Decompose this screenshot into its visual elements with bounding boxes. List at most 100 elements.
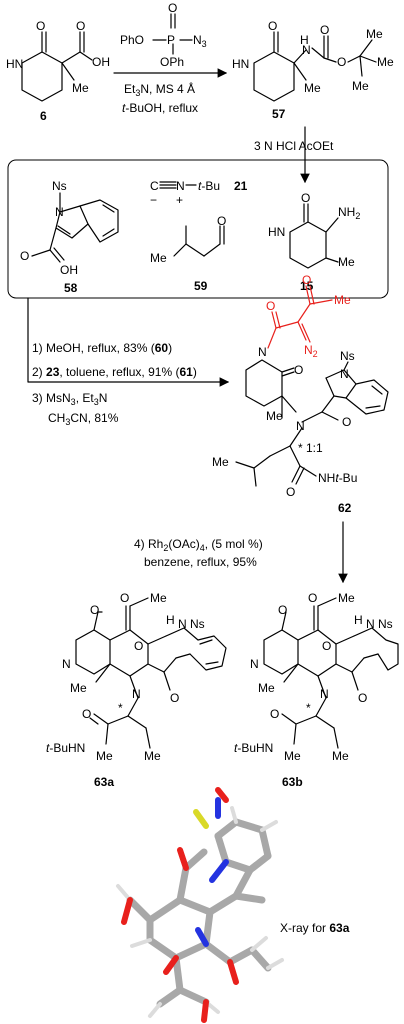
atom-label: Me [377,55,394,69]
atom-label: Me [352,79,369,93]
conditions-3d: CH3CN, 81% [48,411,119,427]
atom-label: Me [266,409,283,423]
atom-label: Ns [190,617,205,631]
atom-label: O [320,23,329,37]
atom-label: Me [150,591,167,605]
compound-62-structure [235,285,389,487]
conditions-4a: 4) Rh2(OAc)4, (5 mol %) [134,537,263,553]
atom-label: N [320,687,329,701]
atom-label: N [55,205,64,219]
atom-label: O [270,707,279,721]
atom-label: Me [334,293,351,307]
atom-label: Me [72,81,89,95]
atom-label: O [294,363,303,377]
atom-label: Me [304,81,321,95]
atom-label: H [354,613,363,627]
atom-label: Me [332,749,349,763]
atom-label: O [134,639,143,653]
conditions-1a: Et3N, MS 4 Å [124,81,195,98]
compound-label-63a: 63a [94,775,114,789]
atom-label: Me [284,749,301,763]
atom-label: Me [338,591,355,605]
atom-label: HN [268,225,285,239]
atom-label: Me [96,749,113,763]
atom-label: HN [232,57,249,71]
xray-structure-model [116,787,284,1023]
stereo-ratio: * 1:1 [298,441,323,455]
atom-label: O [278,603,287,617]
compound-label-59: 59 [194,279,208,293]
atom-label: O [302,273,311,287]
conditions-4b: benzene, reflux, 95% [144,555,257,569]
components-box [7,159,389,299]
atom-label: Me [338,255,355,269]
isocyanide-tbu: t-Bu [198,179,220,193]
atom-label: N [302,43,311,57]
compound-label-57: 57 [272,107,286,121]
atom-label: Ns [52,179,67,193]
conditions-3b: 2) 23, toluene, reflux, 91% (61) [32,365,197,379]
atom-label: O [76,19,85,33]
atom-label: N [340,367,349,381]
atom-label: OH [92,55,110,69]
atom-label: N2 [304,343,318,359]
compound-label-63b: 63b [282,775,303,789]
xray-caption: X-ray for 63a [280,921,350,935]
atom-label: O [170,691,179,705]
atom-label: N [250,657,259,671]
tbuhn-label: t-BuHN [46,741,85,755]
compound-label-21: 21 [234,179,248,193]
atom-label: O [120,591,129,605]
atom-label: O [90,603,99,617]
atom-label: O [322,639,331,653]
atom-label: O [217,214,226,228]
atom-label: H [300,33,309,47]
compound-6-structure [21,31,93,102]
charge-minus: − [150,193,157,207]
isocyanide-c: C [150,179,159,193]
atom-label: N [132,687,141,701]
atom-label: OH [60,263,78,277]
tbuhn-label: t-BuHN [234,741,273,755]
atom-label: Me [150,251,167,265]
atom-label: O [358,691,367,705]
atom-label: O [286,485,295,499]
reaction-arrow-3 [27,297,230,387]
conditions-1b: t-BuOH, reflux [122,101,198,115]
atom-label: HN [6,57,23,71]
reagent-dppa-structure [152,13,193,55]
atom-label: N [258,345,267,359]
atom-label: Ns [378,617,393,631]
isocyanide-bond [159,181,197,189]
reagent-pho: PhO [120,33,144,47]
conditions-3c: 3) MsN3, Et3N [32,391,107,407]
compound-15-structure [289,203,339,269]
compound-63a-structure [75,597,227,749]
atom-label: N [178,617,187,631]
atom-label: Me [258,681,275,695]
atom-label: O [268,19,277,33]
conditions-2: 3 N HCl AcOEt [254,139,334,153]
reagent-n3: N3 [193,33,207,49]
reagent-oph: OPh [160,55,184,69]
compound-59-structure [173,225,225,257]
reagent-o: O [168,1,177,15]
stereo-star: * [306,701,311,715]
compound-57-structure [253,31,377,102]
atom-label: O [20,249,29,263]
atom-label: O [82,707,91,721]
atom-label: N [366,617,375,631]
atom-label: Me [144,749,161,763]
atom-label: O [337,55,346,69]
atom-label: O [308,591,317,605]
nh-tbu-label: NHt-Bu [318,471,357,485]
atom-label: O [342,415,351,429]
compound-label-6: 6 [40,109,47,123]
stereo-star: * [118,701,123,715]
atom-label: N [296,419,305,433]
atom-label: N [62,657,71,671]
charge-plus: + [176,193,183,207]
atom-label: Me [212,455,229,469]
compound-63b-structure [263,597,399,749]
